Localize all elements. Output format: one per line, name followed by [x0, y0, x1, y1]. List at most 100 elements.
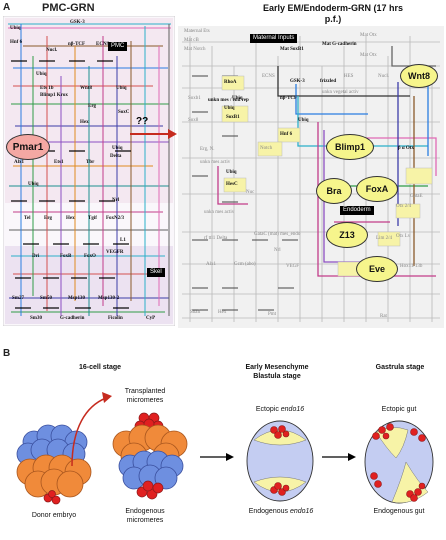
gene-label: Otx Lv [396, 234, 411, 239]
gene-label: Soxb1 [188, 96, 201, 101]
panel-a-letter: A [3, 2, 11, 13]
gene-label: Ubiq [28, 182, 39, 187]
gene-label: Mat cB [184, 38, 199, 43]
gene-label: β α Otx [398, 146, 414, 151]
blimp1-oval: Blimp1 [326, 134, 374, 160]
stage-title-mesenchyme-blastula: Early Mesenchyme Blastula stage [245, 364, 309, 380]
gene-label: Sox8 [188, 118, 199, 123]
gene-label: Pmt [268, 312, 277, 317]
gene-label: SoxC [118, 110, 130, 115]
pmc-grn-diagram [3, 16, 175, 326]
gene-label: HesC [226, 182, 238, 187]
gene-label: HES [344, 74, 354, 79]
gene-label: Notch [260, 146, 273, 151]
gene-label: rf ttl1 Delta [204, 236, 228, 241]
stage-arrow-icon [200, 453, 234, 461]
gene-label: Wnt8 [80, 86, 92, 91]
gene-label: Lim 2/4 [376, 236, 392, 241]
gene-label: Ets1 [54, 160, 64, 165]
gene-label: Blimp1 Krox [40, 93, 68, 98]
gene-label: GataE [410, 194, 423, 199]
gene-label: Ubiq [36, 72, 47, 77]
gene-label: SoxB1 [226, 115, 240, 120]
endogenous-micromeres-caption: Endogenous micromeres [125, 508, 165, 524]
gene-label: Maternal Ets [184, 29, 210, 34]
gene-label: Gcm (abo) [234, 262, 256, 267]
gene-label: Sm50 [40, 296, 52, 301]
eve-oval: Eve [356, 256, 398, 282]
gene-label: Tel [24, 216, 31, 221]
pmar1-oval: Pmar1 [6, 134, 50, 160]
gene-label: nβ-TCF [68, 42, 86, 47]
gene-label: Ubiq [232, 96, 243, 101]
gene-label: Hex [66, 216, 75, 221]
wnt8-oval: Wnt8 [400, 64, 438, 88]
gene-label: Ets 1b [40, 86, 54, 91]
gene-label: Tgif [88, 216, 97, 221]
gene-label: Tbr [86, 160, 95, 165]
gene-label: Mat Otx [360, 53, 377, 58]
stage-title-gastrula: Gastrula stage [375, 364, 425, 371]
gene-label: CyP [146, 316, 156, 321]
gene-label: Nrl [112, 198, 120, 203]
ectopic-endo16-caption: Ectopic endo16 [255, 406, 305, 413]
gene-label: G-cadherin [60, 316, 85, 321]
skel-box: Skel [147, 268, 165, 278]
question-marks-label: ?? [136, 116, 149, 127]
endogenous-endo16-caption: Endogenous endo16 [248, 508, 314, 515]
gene-label: GSK-3 [70, 20, 85, 25]
gene-label: FoxO [84, 254, 96, 259]
endoderm-grn-title: Early EM/Endoderm-GRN (17 hrs p.f.) [262, 3, 404, 25]
gene-label: Hox11/13b [400, 264, 423, 269]
gene-label: FoxN2/3 [106, 216, 125, 221]
gene-label: GSK-3 [290, 79, 305, 84]
gene-label: unkn vegetal activ [322, 90, 359, 95]
endoderm-box: Endoderm [340, 206, 374, 216]
gene-label: Nucl. [378, 74, 389, 79]
blastula-embryo [246, 420, 314, 502]
stage-title-16cell: 16-cell stage [78, 364, 122, 371]
gene-label: Erg, N. [200, 147, 215, 152]
foxa-oval: FoxA [356, 176, 398, 202]
gene-label: Dri [32, 254, 40, 259]
gene-label: Erg [88, 104, 97, 109]
transplant-arrow-icon [71, 392, 112, 467]
gene-label: unkn mes activ [204, 210, 235, 215]
gene-label: VEGF [286, 264, 300, 269]
gene-label: Alx1 [14, 160, 24, 165]
stage-arrow-icon [322, 453, 356, 461]
gene-label: Msp130-2 [98, 296, 120, 301]
gene-label: Delta [110, 154, 122, 159]
gene-label: Mat Otx [360, 33, 377, 38]
gene-label: Erg [44, 216, 53, 221]
gene-label: frizzled [320, 79, 337, 84]
gene-label: unkn mes activ [200, 160, 231, 165]
panel-b-letter: B [3, 348, 11, 359]
gene-label: Alx1 [206, 262, 216, 267]
gene-label: Nucl. [46, 48, 58, 53]
gene-label: Mat G-cadherin [322, 42, 357, 47]
gene-label: GataC (mat) mes_endo [254, 232, 301, 237]
gene-label: L1 [120, 238, 126, 243]
donor-embryo-caption: Donor embryo [31, 512, 77, 519]
gene-label: unkn mes / end rep [208, 98, 249, 103]
gene-label: FoxB [60, 254, 72, 259]
gene-label: nβ-TCF [280, 96, 298, 101]
gene-label: Ubiq [112, 146, 123, 151]
gene-label: Ficolin [108, 316, 123, 321]
gene-label: Snail [190, 310, 201, 315]
gene-label: Sm30 [30, 316, 42, 321]
gene-label: Ubiq [116, 86, 127, 91]
gene-label: Ubiq [298, 118, 309, 123]
gene-label: Otx 2/4 [396, 204, 412, 209]
ectopic-gut-caption: Ectopic gut [381, 406, 417, 413]
gene-label: Sm27 [12, 296, 24, 301]
gene-label: Hex [80, 120, 89, 125]
gene-label: Nuc [246, 190, 255, 195]
z13-oval: Z13 [326, 222, 368, 248]
bra-oval: Bra [316, 178, 352, 204]
gene-label: Mat SoxB1 [280, 47, 304, 52]
maternal-inputs-box: Maternal Inputs [250, 34, 298, 44]
gene-label: Nrl [274, 248, 281, 253]
gene-label: Hnf 6 [10, 40, 23, 45]
